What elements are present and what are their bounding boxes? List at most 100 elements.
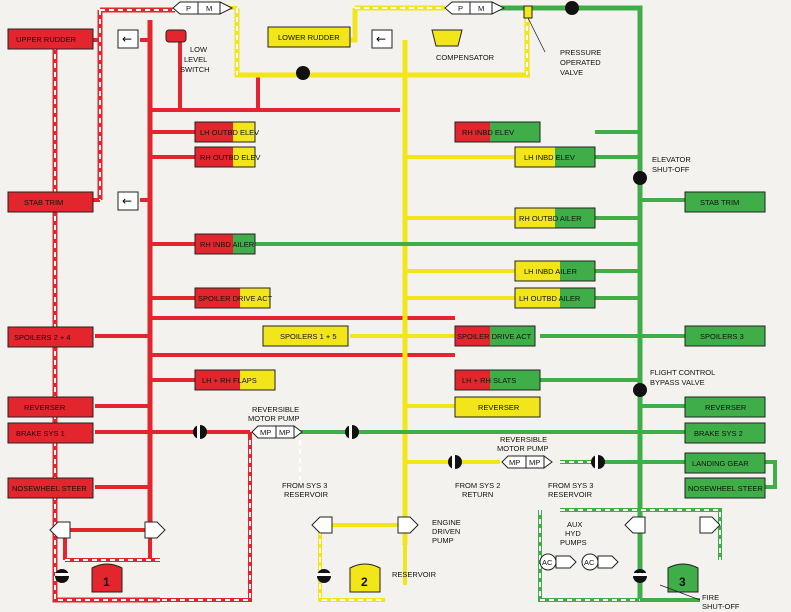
- box-lh-rh-slats: LH + RH SLATS: [454, 369, 541, 391]
- svg-text:LH + RH SLATS: LH + RH SLATS: [462, 376, 516, 385]
- box-rh-outbd-elev: RH OUTBD ELEV: [194, 146, 260, 168]
- shutoff-valves: [55, 1, 647, 583]
- svg-text:RETURN: RETURN: [462, 490, 493, 499]
- svg-text:PUMPS: PUMPS: [560, 538, 587, 547]
- compensator: COMPENSATOR: [431, 29, 495, 62]
- svg-text:LOW: LOW: [190, 45, 208, 54]
- svg-text:RESERVOIR: RESERVOIR: [548, 490, 593, 499]
- svg-text:PRESSURE: PRESSURE: [560, 48, 601, 57]
- system-2-return-dashes: [236, 7, 528, 601]
- box-rh-inbd-elev: RH INBD ELEV: [454, 121, 541, 143]
- svg-text:LH OUTBD AILER: LH OUTBD AILER: [519, 294, 581, 303]
- svg-text:1: 1: [103, 575, 110, 589]
- svg-text:LH INBD AILER: LH INBD AILER: [524, 267, 578, 276]
- svg-text:NOSEWHEEL STEER: NOSEWHEEL STEER: [12, 484, 87, 493]
- box-stab-trim-left: STAB TRIM: [7, 191, 94, 213]
- box-reverser-middle: REVERSER: [454, 396, 541, 418]
- box-spoilers-3: SPOILERS 3: [684, 325, 766, 347]
- svg-text:AUX: AUX: [567, 520, 582, 529]
- system-3-return-dashes: [299, 440, 721, 601]
- svg-text:LH OUTBD ELEV: LH OUTBD ELEV: [200, 128, 259, 137]
- box-lh-outbd-ailer: LH OUTBD AILER: [514, 287, 596, 309]
- svg-text:FROM SYS 3: FROM SYS 3: [282, 481, 327, 490]
- svg-text:2: 2: [361, 575, 368, 589]
- svg-text:LEVEL: LEVEL: [184, 55, 207, 64]
- box-nosewheel-steer-left: NOSEWHEEL STEER: [7, 477, 94, 499]
- svg-text:SPOILERS 2 + 4: SPOILERS 2 + 4: [14, 333, 71, 342]
- label-fire-2: SHUT-OFF: [702, 602, 740, 611]
- svg-text:FROM SYS 2: FROM SYS 2: [455, 481, 500, 490]
- box-landing-gear: LANDING GEAR: [684, 452, 766, 474]
- valve-icon: [296, 66, 310, 80]
- svg-text:SPOILER DRIVE ACT: SPOILER DRIVE ACT: [198, 294, 273, 303]
- box-spoilers-1-5: SPOILERS 1 + 5: [262, 325, 349, 347]
- svg-text:REVERSER: REVERSER: [478, 403, 520, 412]
- valve-icon: [591, 455, 605, 469]
- svg-text:RH INBD ELEV: RH INBD ELEV: [462, 128, 514, 137]
- arrow-left-icon: ←: [376, 32, 386, 46]
- valve-icon: [633, 171, 647, 185]
- svg-text:MOTOR PUMP: MOTOR PUMP: [497, 444, 549, 453]
- svg-text:LOWER RUDDER: LOWER RUDDER: [278, 33, 340, 42]
- svg-text:RESERVOIR: RESERVOIR: [392, 570, 437, 579]
- svg-text:OPERATED: OPERATED: [560, 58, 601, 67]
- box-lh-inbd-ailer: LH INBD AILER: [514, 260, 596, 282]
- svg-text:PUMP: PUMP: [432, 536, 454, 545]
- valve-icon: [317, 569, 331, 583]
- pump-1-m-label: M: [206, 4, 212, 13]
- svg-text:MP: MP: [509, 458, 520, 467]
- label-fcbv-1: FLIGHT CONTROL: [650, 368, 715, 377]
- svg-text:COMPENSATOR: COMPENSATOR: [436, 53, 495, 62]
- svg-text:VALVE: VALVE: [560, 68, 583, 77]
- svg-text:NOSEWHEEL STEER: NOSEWHEEL STEER: [688, 484, 763, 493]
- svg-text:SWITCH: SWITCH: [180, 65, 210, 74]
- box-upper-rudder: UPPER RUDDER: [7, 28, 94, 50]
- pump-1-p-label: P: [186, 4, 191, 13]
- box-nosewheel-steer-right: NOSEWHEEL STEER: [684, 477, 766, 499]
- svg-text:RESERVOIR: RESERVOIR: [284, 490, 329, 499]
- reversible-motor-pump-1: MP MP REVERSIBLE MOTOR PUMP FROM SYS 3 R…: [248, 405, 329, 499]
- svg-text:ENGINE: ENGINE: [432, 518, 461, 527]
- svg-text:RH OUTBD ELEV: RH OUTBD ELEV: [200, 153, 260, 162]
- label-fire-1: FIRE: [702, 593, 719, 602]
- engine-driven-pumps: ENGINE DRIVEN PUMP: [49, 516, 721, 545]
- box-spoiler-drive-act-right: SPOILER DRIVE ACT: [454, 325, 536, 347]
- svg-text:MP: MP: [260, 428, 271, 437]
- box-lh-rh-flaps: LH + RH FLAPS: [194, 369, 276, 391]
- label-fcbv-2: BYPASS VALVE: [650, 378, 705, 387]
- box-spoiler-drive-act-left: SPOILER DRIVE ACT: [194, 287, 273, 309]
- valve-icon: [193, 425, 207, 439]
- box-reverser-left: REVERSER: [7, 396, 94, 418]
- svg-text:UPPER RUDDER: UPPER RUDDER: [16, 35, 77, 44]
- pressure-operated-valve: PRESSURE OPERATED VALVE: [523, 5, 601, 77]
- aux-hyd-pumps: AC AC AUX HYD PUMPS: [539, 520, 619, 571]
- valve-icon: [633, 383, 647, 397]
- arrow-left-icon: ←: [122, 32, 132, 46]
- valve-icon: [448, 455, 462, 469]
- svg-text:FROM SYS 3: FROM SYS 3: [548, 481, 593, 490]
- box-stab-trim-right: STAB TRIM: [684, 191, 766, 213]
- pump-2-m-label: M: [478, 4, 484, 13]
- box-rh-outbd-ailer: RH OUTBD AILER: [514, 207, 596, 229]
- svg-text:REVERSIBLE: REVERSIBLE: [252, 405, 299, 414]
- box-lh-inbd-elev: LH INBD ELEV: [514, 146, 596, 168]
- pump-1-top: P M: [172, 1, 234, 15]
- svg-text:RH INBD AILER: RH INBD AILER: [200, 240, 255, 249]
- pump-2-p-label: P: [458, 4, 463, 13]
- svg-text:SPOILERS 3: SPOILERS 3: [700, 332, 744, 341]
- svg-text:MOTOR PUMP: MOTOR PUMP: [248, 414, 300, 423]
- box-rh-inbd-ailer: RH INBD AILER: [194, 233, 256, 255]
- svg-text:REVERSIBLE: REVERSIBLE: [500, 435, 547, 444]
- label-elevator-shutoff-1: ELEVATOR: [652, 155, 691, 164]
- svg-text:HYD: HYD: [565, 529, 581, 538]
- valve-icon: [345, 425, 359, 439]
- svg-text:RH OUTBD AILER: RH OUTBD AILER: [519, 214, 582, 223]
- svg-text:LH INBD ELEV: LH INBD ELEV: [524, 153, 575, 162]
- ac-motor-icon: AC: [584, 558, 595, 567]
- pump-2-top: P M: [444, 1, 506, 15]
- reservoir-2: 2 RESERVOIR: [349, 563, 437, 593]
- svg-text:SPOILERS 1 + 5: SPOILERS 1 + 5: [280, 332, 337, 341]
- svg-text:MP: MP: [279, 428, 290, 437]
- box-lh-outbd-elev: LH OUTBD ELEV: [194, 121, 259, 143]
